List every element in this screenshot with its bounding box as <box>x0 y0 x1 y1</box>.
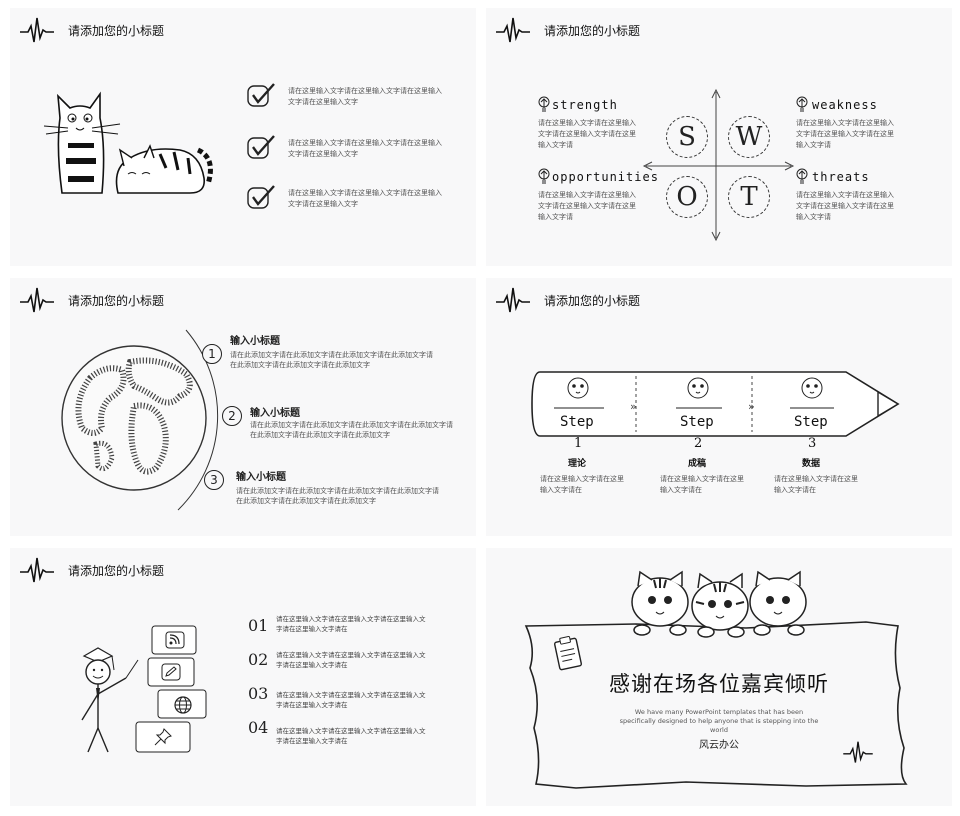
step-name: 数据 <box>802 459 821 469</box>
number-badge: 3 <box>204 470 224 490</box>
light-bulb-icon <box>796 96 808 112</box>
check-item-text: 请在这里输入文字请在这里输入文字请在这里输入文字请在这里输入文字 <box>288 87 442 106</box>
slide-subtitle: 请添加您的小标题 <box>68 564 165 578</box>
globe-illustration <box>61 329 219 511</box>
step-label: Step <box>794 414 828 430</box>
heartbeat-pulse-icon <box>20 17 54 43</box>
slide-5-teacher-list: 请添加您的小标题 01 请在这里输入文字请在这里输入文字请在这里输入文字请在这里… <box>10 548 476 806</box>
heartbeat-pulse-icon <box>496 17 530 43</box>
heartbeat-pulse-icon <box>496 287 530 313</box>
svg-text:»: » <box>748 400 755 413</box>
step-label: Step <box>680 414 714 430</box>
slide-subtitle: 请添加您的小标题 <box>544 24 641 38</box>
slide-4-steps: 请添加您的小标题 » » Step Step Step 1 2 3 理论 成稿 … <box>486 278 952 536</box>
list-number: 04 <box>248 718 269 737</box>
item-text: 请在此添加文字请在此添加文字请在此添加文字请在此添加文字请在此添加文字请在此添加… <box>250 421 453 439</box>
number-badge: 2 <box>222 406 242 426</box>
heartbeat-pulse-icon <box>20 287 54 313</box>
rss-icon <box>165 631 185 649</box>
swot-axes <box>642 88 795 242</box>
step-name: 理论 <box>568 459 587 469</box>
light-bulb-icon <box>538 168 550 184</box>
item-text: 请在此添加文字请在此添加文字请在此添加文字请在此添加文字请在此添加文字请在此添加… <box>236 487 439 505</box>
light-bulb-icon <box>796 168 808 184</box>
pencil-bar: » » <box>531 371 900 437</box>
step-text: 请在这里输入文字请在这里输入文字请在 <box>660 475 744 494</box>
teacher-illustration <box>81 625 207 753</box>
pushpin-icon <box>154 728 172 746</box>
step-name: 成稿 <box>688 459 707 469</box>
checkbox-check-icon <box>247 83 275 107</box>
slide-subtitle: 请添加您的小标题 <box>68 24 165 38</box>
swot-title-strength: strength <box>552 98 618 112</box>
list-text: 请在这里输入文字请在这里输入文字请在这里输入文字请在这里输入文字请在 <box>276 691 426 709</box>
swot-letter-w: W <box>728 116 770 158</box>
pencil-icon <box>161 663 181 681</box>
check-item-1: 请在这里输入文字请在这里输入文字请在这里输入文字请在这里输入文字 <box>246 82 442 114</box>
list-number: 01 <box>248 616 269 635</box>
item-title: 输入小标题 <box>230 336 280 347</box>
swot-text-weakness: 请在这里输入文字请在这里输入文字请在这里输入文字请在这里输入文字请 <box>796 119 894 149</box>
list-text: 请在这里输入文字请在这里输入文字请在这里输入文字请在这里输入文字请在 <box>276 727 426 745</box>
tiger-head-icon <box>567 377 589 399</box>
svg-text:»: » <box>630 400 637 413</box>
light-bulb-icon <box>538 96 550 112</box>
number-badge: 1 <box>202 344 222 364</box>
slide-2-swot: 请添加您的小标题 S W O T strength 请在这里输入文字请在这里输入… <box>486 8 952 266</box>
item-title: 输入小标题 <box>236 472 286 483</box>
slide-3-globe-list: 请添加您的小标题 1 输入小标题 请在此添加文字请在此添加文字请在此添加文字请在… <box>10 278 476 536</box>
torn-paper-board <box>524 621 908 789</box>
step-text: 请在这里输入文字请在这里输入文字请在 <box>540 475 624 494</box>
item-text: 请在此添加文字请在此添加文字请在此添加文字请在此添加文字请在此添加文字请在此添加… <box>230 351 433 369</box>
check-item-3: 请在这里输入文字请在这里输入文字请在这里输入文字请在这里输入文字 <box>246 184 442 216</box>
swot-title-threats: threats <box>812 170 870 184</box>
check-item-text: 请在这里输入文字请在这里输入文字请在这里输入文字请在这里输入文字 <box>288 189 442 208</box>
cats-illustration <box>43 91 213 194</box>
tiger-head-icon <box>687 377 709 399</box>
clipboard-icon <box>554 636 582 671</box>
three-tigers-illustration <box>631 570 807 638</box>
swot-text-threats: 请在这里输入文字请在这里输入文字请在这里输入文字请在这里输入文字请 <box>796 191 894 221</box>
list-text: 请在这里输入文字请在这里输入文字请在这里输入文字请在这里输入文字请在 <box>276 651 426 669</box>
item-title: 输入小标题 <box>250 408 300 419</box>
swot-title-opportunities: opportunities <box>552 170 659 184</box>
step-number: 2 <box>694 436 703 451</box>
tiger-head-icon <box>801 377 823 399</box>
slide-subtitle: 请添加您的小标题 <box>68 294 165 308</box>
list-text: 请在这里输入文字请在这里输入文字请在这里输入文字请在这里输入文字请在 <box>276 615 426 633</box>
swot-title-weakness: weakness <box>812 98 878 112</box>
slide-subtitle: 请添加您的小标题 <box>544 294 641 308</box>
step-text: 请在这里输入文字请在这里输入文字请在 <box>774 475 858 494</box>
globe-icon <box>174 696 192 714</box>
check-item-2: 请在这里输入文字请在这里输入文字请在这里输入文字请在这里输入文字 <box>246 134 442 166</box>
heartbeat-pulse-icon <box>20 557 54 583</box>
step-label: Step <box>560 414 594 430</box>
checkbox-check-icon <box>247 135 275 159</box>
swot-text-strength: 请在这里输入文字请在这里输入文字请在这里输入文字请在这里输入文字请 <box>538 119 636 149</box>
slide-6-thanks: 感谢在场各位嘉宾倾听 We have many PowerPoint templ… <box>486 548 952 806</box>
list-number: 02 <box>248 650 269 669</box>
list-number: 03 <box>248 684 269 703</box>
checkbox-check-icon <box>247 185 275 209</box>
swot-letter-s: S <box>666 116 708 158</box>
check-item-text: 请在这里输入文字请在这里输入文字请在这里输入文字请在这里输入文字 <box>288 139 442 158</box>
swot-letter-t: T <box>728 176 770 218</box>
step-number: 3 <box>808 436 817 451</box>
thanks-title: 感谢在场各位嘉宾倾听 <box>609 672 829 696</box>
swot-text-opportunities: 请在这里输入文字请在这里输入文字请在这里输入文字请在这里输入文字请 <box>538 191 636 221</box>
heartbeat-pulse-icon <box>843 741 873 763</box>
brand-name: 风云办公 <box>699 740 739 751</box>
english-subtitle: We have many PowerPoint templates that h… <box>619 708 819 734</box>
swot-letter-o: O <box>666 176 708 218</box>
slide-1-checklist: 请添加您的小标题 请在这里输入文字请在这里输入文字请在这里输入文字请在这里输入文… <box>10 8 476 266</box>
step-number: 1 <box>574 436 583 451</box>
